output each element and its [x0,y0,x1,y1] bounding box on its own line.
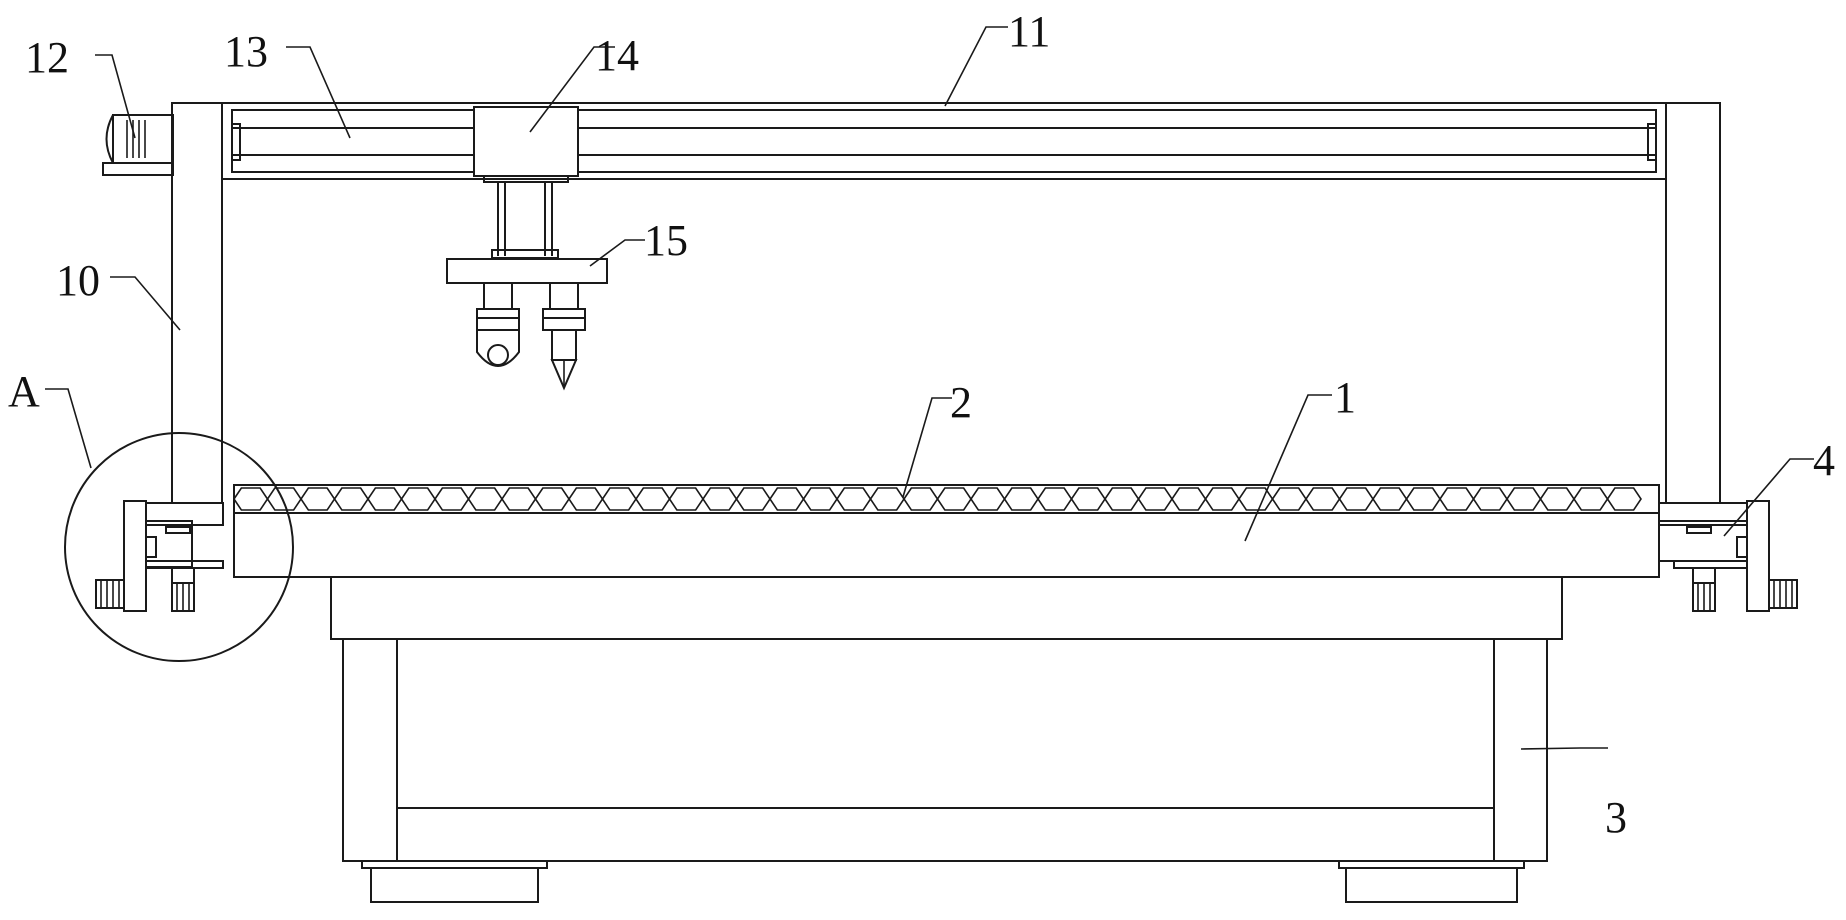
label-13: 13 [224,27,268,76]
honeycomb-cell [703,488,737,510]
leader-3 [1521,748,1608,749]
label-4: 4 [1813,436,1835,485]
honeycomb-cell [770,488,804,510]
honeycomb-panel [234,485,1659,513]
honeycomb-cell [1608,488,1642,510]
left-clamp [96,501,223,611]
leader-2 [903,398,952,497]
honeycomb-cell [1340,488,1374,510]
detail-circle-a [65,433,293,661]
leader-13 [286,47,350,138]
leader-1 [1245,395,1332,541]
honeycomb-cell [301,488,335,510]
label-1: 1 [1334,373,1356,422]
honeycomb-cell [1139,488,1173,510]
honeycomb-cell [536,488,570,510]
honeycomb-cell [569,488,603,510]
honeycomb-cell [636,488,670,510]
leader-12 [95,55,135,138]
honeycomb-cell [938,488,972,510]
honeycomb-cell [1072,488,1106,510]
label-15: 15 [644,216,688,265]
honeycomb-cell [1172,488,1206,510]
honeycomb-cell [837,488,871,510]
honeycomb-cell [871,488,905,510]
honeycomb-cell [1105,488,1139,510]
base-frame [331,577,1562,861]
honeycomb-cell [469,488,503,510]
label-3: 3 [1605,793,1627,842]
right-clamp [1659,501,1797,611]
label-a: A [8,367,40,416]
honeycomb-cell [402,488,436,510]
honeycomb-cell [1038,488,1072,510]
honeycomb-cell [435,488,469,510]
honeycomb-cell [971,488,1005,510]
honeycomb-cell [368,488,402,510]
leader-15 [590,240,645,266]
leader-lines [45,27,1814,749]
honeycomb-cell [1005,488,1039,510]
honeycomb-cell [1541,488,1575,510]
honeycomb-cell [1440,488,1474,510]
honeycomb-cell [804,488,838,510]
left-foot [362,861,547,902]
honeycomb-cell [1474,488,1508,510]
honeycomb-cell [670,488,704,510]
work-table [234,513,1659,577]
right-foot [1339,861,1524,902]
leader-11 [945,27,1008,106]
label-14: 14 [595,31,639,80]
honeycomb-cell [1239,488,1273,510]
honeycomb-cell [1206,488,1240,510]
leader-10 [110,277,180,330]
honeycomb-cells [234,488,1641,510]
honeycomb-cell [1407,488,1441,510]
honeycomb-cell [502,488,536,510]
honeycomb-cell [335,488,369,510]
reference-labels: 12 13 14 11 15 10 A 2 1 4 3 [8,7,1835,842]
gantry-top-beam [222,103,1666,179]
tool-head [447,259,607,388]
drive-motor [103,115,173,175]
honeycomb-cell [1574,488,1608,510]
label-11: 11 [1008,7,1050,56]
honeycomb-cell [268,488,302,510]
honeycomb-cell [603,488,637,510]
slider-carriage [474,107,578,258]
label-2: 2 [950,378,972,427]
right-column [1666,103,1720,503]
label-12: 12 [25,33,69,82]
label-10: 10 [56,256,100,305]
honeycomb-cell [234,488,268,510]
honeycomb-cell [1273,488,1307,510]
honeycomb-cell [1306,488,1340,510]
honeycomb-cell [904,488,938,510]
leader-a [45,389,91,468]
honeycomb-cell [737,488,771,510]
honeycomb-cell [1507,488,1541,510]
left-column [172,103,222,503]
honeycomb-cell [1373,488,1407,510]
